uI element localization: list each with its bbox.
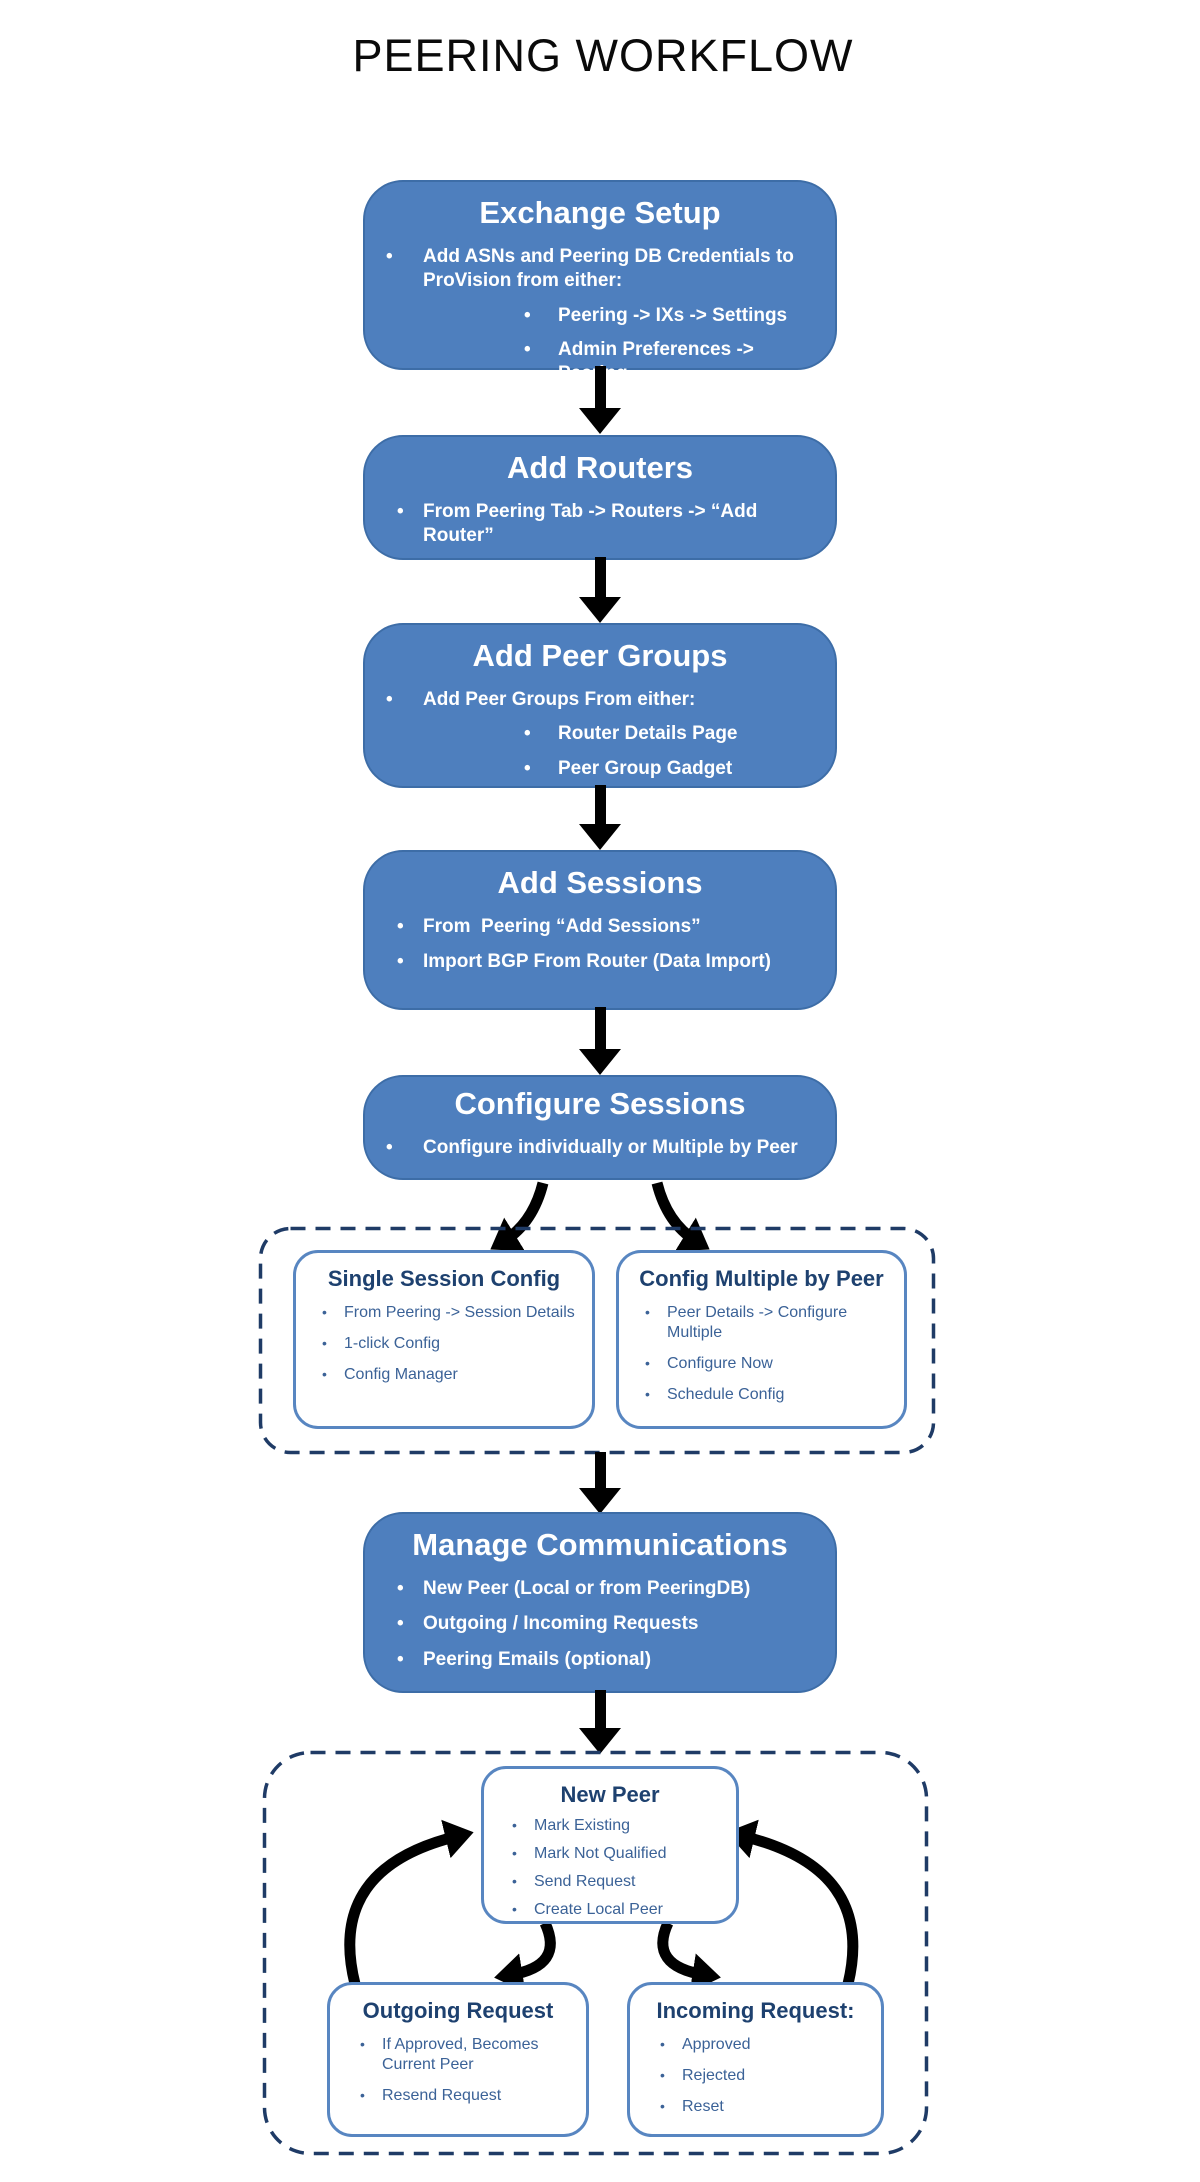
flow-arrow-1 xyxy=(579,366,621,434)
bullet-list: Add ASNs and Peering DB Credentials to P… xyxy=(365,245,835,294)
box-single-session-config: Single Session Config From Peering -> Se… xyxy=(293,1250,595,1429)
bullet-item: 1-click Config xyxy=(322,1334,580,1354)
bullet-item: Admin Preferences -> Peering xyxy=(524,338,811,387)
bullet-item: From Peering “Add Sessions” xyxy=(397,915,811,940)
box-add-sessions: Add Sessions From Peering “Add Sessions”… xyxy=(363,850,837,1010)
bullet-item: Rejected xyxy=(660,2066,869,2086)
bullet-item: Peering Emails (optional) xyxy=(397,1648,811,1673)
curved-arrow-new-peer-to-incoming xyxy=(657,1920,721,1993)
box-title: Single Session Config xyxy=(327,1266,561,1291)
box-title: Add Routers xyxy=(507,450,693,485)
bullet-item: Send Request xyxy=(512,1872,724,1892)
box-title: New Peer xyxy=(560,1782,660,1807)
bullet-item: Configure individually or Multiple by Pe… xyxy=(386,1136,811,1161)
arrow-head xyxy=(579,408,621,434)
box-title: Add Peer Groups xyxy=(472,638,728,673)
bullet-item: Import BGP From Router (Data Import) xyxy=(397,950,811,975)
arrow-head xyxy=(579,1488,621,1514)
bullet-item: If Approved, Becomes Current Peer xyxy=(360,2035,574,2075)
bullet-item: Peer Group Gadget xyxy=(524,757,811,782)
bullet-list: Peer Details -> Configure Multiple Confi… xyxy=(619,1303,904,1405)
bullet-item: Router Details Page xyxy=(524,722,811,747)
curved-arrow-to-config-multiple xyxy=(651,1181,710,1252)
arrow-head xyxy=(579,597,621,623)
flow-arrow-6 xyxy=(579,1690,621,1754)
bullet-item: Add Peer Groups From either: xyxy=(386,688,811,713)
box-title: Config Multiple by Peer xyxy=(639,1266,884,1291)
bullet-list: Configure individually or Multiple by Pe… xyxy=(365,1136,835,1161)
curved-arrow-outgoing-to-new-peer xyxy=(344,1819,474,1986)
bullet-item: New Peer (Local or from PeeringDB) xyxy=(397,1577,811,1602)
box-add-peer-groups: Add Peer Groups Add Peer Groups From eit… xyxy=(363,623,837,788)
page-title: PEERING WORKFLOW xyxy=(352,30,854,81)
box-title: Configure Sessions xyxy=(454,1086,746,1121)
bullet-item: Mark Not Qualified xyxy=(512,1844,724,1864)
bullet-item: Add ASNs and Peering DB Credentials to P… xyxy=(386,245,811,294)
flow-arrow-3 xyxy=(579,785,621,850)
bullet-item: Outgoing / Incoming Requests xyxy=(397,1612,811,1637)
arrow-stem xyxy=(594,557,606,597)
arrow-head xyxy=(579,824,621,850)
box-outgoing-request: Outgoing Request If Approved, Becomes Cu… xyxy=(327,1982,589,2137)
sub-bullet-list: Router Details Page Peer Group Gadget xyxy=(365,722,835,781)
arrow-head xyxy=(579,1049,621,1075)
arrow-stem xyxy=(594,1690,606,1728)
bullet-item: Approved xyxy=(660,2035,869,2055)
box-title: Add Sessions xyxy=(497,865,703,900)
bullet-list: New Peer (Local or from PeeringDB) Outgo… xyxy=(365,1577,835,1672)
bullet-item: Mark Existing xyxy=(512,1816,724,1836)
communications-group-dashed-border xyxy=(262,1750,929,2156)
bullet-item: From Peering Tab -> Routers -> “Add Rout… xyxy=(397,500,811,549)
box-title: Outgoing Request xyxy=(362,1998,554,2023)
box-incoming-request: Incoming Request: Approved Rejected Rese… xyxy=(627,1982,884,2137)
arrow-stem xyxy=(594,1452,606,1488)
box-title: Incoming Request: xyxy=(656,1998,855,2023)
box-exchange-setup: Exchange Setup Add ASNs and Peering DB C… xyxy=(363,180,837,384)
bullet-item: Create Local Peer xyxy=(512,1900,724,1920)
curved-arrow-new-peer-to-outgoing xyxy=(494,1920,556,1993)
box-new-peer: New Peer Mark Existing Mark Not Qualifie… xyxy=(481,1766,739,1924)
bullet-item: Reset xyxy=(660,2097,869,2117)
sub-bullet-list: Peering -> IXs -> Settings Admin Prefere… xyxy=(365,304,835,387)
bullet-item: From Peering -> Session Details xyxy=(322,1303,580,1323)
box-title: Manage Communications xyxy=(412,1527,788,1562)
cycle-arrows xyxy=(344,1819,859,1993)
bullet-item: Schedule Config xyxy=(645,1385,892,1405)
box-configure-sessions: Configure Sessions Configure individuall… xyxy=(363,1075,837,1180)
arrow-head xyxy=(579,1728,621,1754)
box-add-routers: Add Routers From Peering Tab -> Routers … xyxy=(363,435,837,560)
bullet-list: Mark Existing Mark Not Qualified Send Re… xyxy=(484,1816,736,1920)
arrow-stem xyxy=(594,785,606,824)
split-arrows xyxy=(490,1181,710,1252)
bullet-item: Configure Now xyxy=(645,1354,892,1374)
bullet-list: From Peering -> Session Details 1-click … xyxy=(296,1303,592,1385)
curved-arrow-to-single-session-config xyxy=(490,1181,549,1252)
bullet-item: Resend Request xyxy=(360,2086,574,2106)
bullet-list: Approved Rejected Reset xyxy=(630,2035,881,2117)
flow-arrow-2 xyxy=(579,557,621,623)
box-title: Exchange Setup xyxy=(479,195,721,230)
arrow-stem xyxy=(594,1007,606,1049)
bullet-list: From Peering Tab -> Routers -> “Add Rout… xyxy=(365,500,835,549)
bullet-list: Add Peer Groups From either: xyxy=(365,688,835,713)
bullet-list: From Peering “Add Sessions” Import BGP F… xyxy=(365,915,835,975)
box-config-multiple-by-peer: Config Multiple by Peer Peer Details -> … xyxy=(616,1250,907,1429)
flow-arrow-4 xyxy=(579,1007,621,1075)
curved-arrow-incoming-to-new-peer xyxy=(726,1819,859,1986)
bullet-list: If Approved, Becomes Current Peer Resend… xyxy=(330,2035,586,2106)
box-manage-communications: Manage Communications New Peer (Local or… xyxy=(363,1512,837,1693)
flow-arrow-5 xyxy=(579,1452,621,1514)
bullet-item: Peering -> IXs -> Settings xyxy=(524,304,811,329)
bullet-item: Peer Details -> Configure Multiple xyxy=(645,1303,892,1343)
arrow-stem xyxy=(594,366,606,408)
bullet-item: Config Manager xyxy=(322,1365,580,1385)
